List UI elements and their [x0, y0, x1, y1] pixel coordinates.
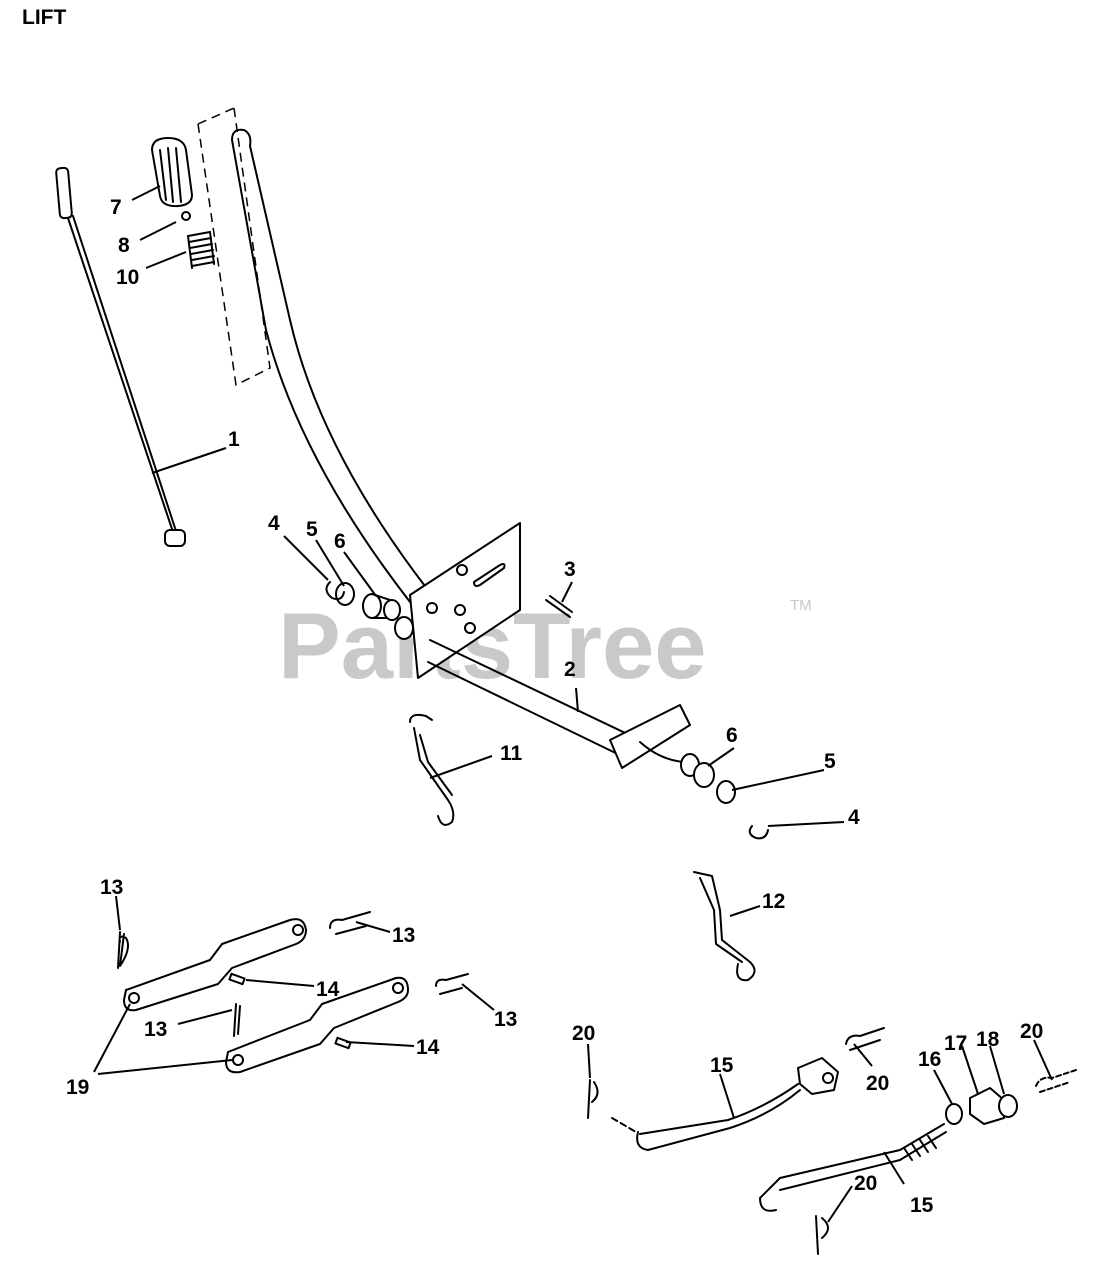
part-20-hairpin-right	[1035, 1069, 1077, 1093]
callout-15-upper: 15	[710, 1054, 734, 1077]
callout-15-lower: 15	[910, 1194, 934, 1217]
part-6-bushing-right	[680, 753, 715, 788]
part-15-lift-rod-upper	[611, 1057, 839, 1151]
callout-1: 1	[228, 428, 240, 451]
part-5-washer-left	[335, 582, 355, 606]
part-15-adjust-rod-lower	[759, 1123, 947, 1212]
callout-6-left: 6	[334, 530, 346, 553]
callout-13-middle: 13	[494, 1008, 517, 1031]
diagram-title: LIFT	[22, 6, 67, 29]
part-13-hairpin-middle	[435, 973, 469, 995]
callout-4-left: 4	[268, 512, 280, 535]
callout-13-top-left: 13	[100, 876, 123, 899]
callout-3: 3	[564, 558, 576, 581]
part-4-e-ring-left	[325, 581, 345, 601]
callout-14-lower: 14	[416, 1036, 440, 1059]
part-20-hairpin-bottom	[815, 1215, 829, 1255]
lift-handle-tube	[231, 128, 429, 603]
handle-hidden-outline	[197, 107, 271, 387]
part-17-trunnion	[969, 1087, 1005, 1125]
callout-20-right: 20	[1020, 1020, 1043, 1043]
part-4-e-ring-right	[748, 825, 769, 840]
part-18-nut	[998, 1094, 1018, 1118]
part-13-hairpin-lower	[233, 1003, 241, 1037]
part-19-lift-link-bars	[123, 918, 409, 1074]
part-2-lift-shaft	[409, 522, 691, 769]
callout-2: 2	[564, 658, 576, 681]
part-14-pin-lower	[334, 1036, 352, 1050]
callout-17: 17	[944, 1032, 967, 1055]
callout-7: 7	[110, 196, 122, 219]
part-20-hairpin-mid	[845, 1027, 885, 1051]
part-14-pin-upper	[228, 972, 246, 986]
part-8-ball	[181, 211, 191, 221]
part-1-lift-rod	[55, 166, 186, 547]
part-11-lift-link	[409, 713, 455, 826]
callout-18: 18	[976, 1028, 1000, 1051]
watermark-trademark: TM	[790, 597, 812, 614]
leader-lines	[93, 185, 1053, 1223]
bushing-contact	[394, 616, 414, 640]
callout-20-bottom: 20	[854, 1172, 877, 1195]
callout-12: 12	[762, 890, 785, 913]
part-20-hairpin-left	[587, 1079, 599, 1119]
callout-10: 10	[116, 266, 139, 289]
callout-5-right: 5	[824, 750, 836, 773]
callout-13-top: 13	[392, 924, 415, 947]
callout-14-upper: 14	[316, 978, 340, 1001]
callout-16: 16	[918, 1048, 941, 1071]
callout-20-mid: 20	[866, 1072, 889, 1095]
callout-11: 11	[500, 742, 523, 765]
part-6-bushing-left	[362, 593, 401, 621]
part-12-lift-link	[693, 871, 756, 982]
part-5-washer-right	[716, 780, 736, 804]
part-16-washer	[945, 1103, 963, 1125]
callout-19: 19	[66, 1076, 89, 1099]
callout-8: 8	[118, 234, 130, 257]
callout-5-left: 5	[306, 518, 318, 541]
part-13-hairpin-left	[117, 931, 129, 969]
callout-13-lower: 13	[144, 1018, 167, 1041]
part-13-hairpin-top	[329, 911, 371, 935]
callout-4-right: 4	[848, 806, 860, 829]
callout-labels: 1 2 3 4 4 5 5 6 6 7 8 10 11 12 13 13 13 …	[66, 196, 1043, 1217]
callout-6-right: 6	[726, 724, 738, 747]
part-10-spring	[187, 231, 215, 269]
callout-20-left: 20	[572, 1022, 595, 1045]
part-7-handle-grip	[151, 137, 193, 208]
part-3-roll-pin	[545, 595, 573, 618]
